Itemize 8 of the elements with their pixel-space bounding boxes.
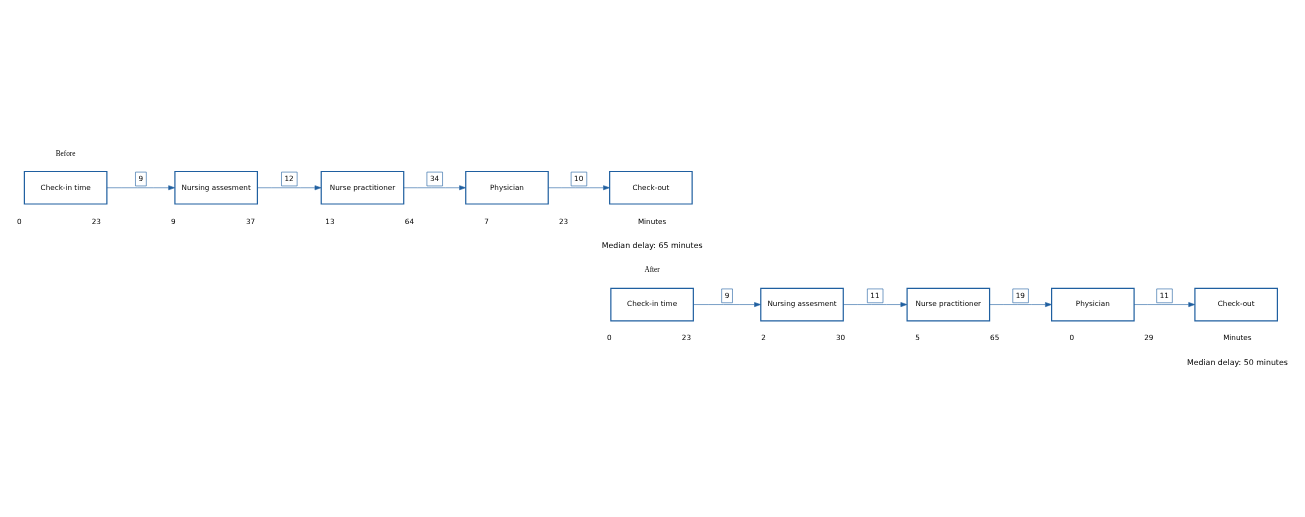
arrow xyxy=(842,302,907,307)
arrow xyxy=(1133,302,1195,307)
arrow xyxy=(988,302,1052,307)
arrow xyxy=(256,185,321,191)
arrow xyxy=(403,185,466,191)
arrow xyxy=(547,185,610,191)
arrow xyxy=(106,185,175,191)
arrow xyxy=(692,302,761,307)
